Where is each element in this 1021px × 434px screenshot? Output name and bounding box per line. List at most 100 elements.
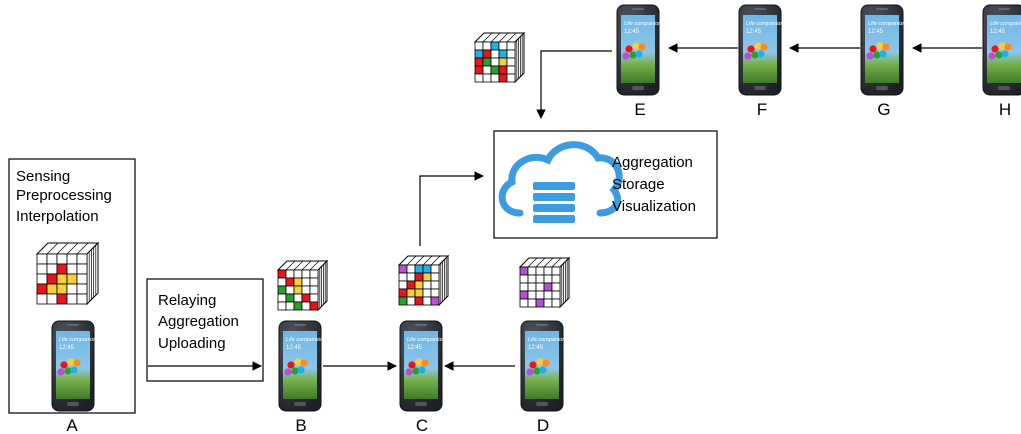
grid-cell <box>309 293 319 303</box>
grid-cell <box>66 253 78 265</box>
phone-screen-title: Life companion <box>624 21 661 27</box>
node-label-g: G <box>877 100 890 119</box>
storage-label: Storage <box>612 176 665 193</box>
grid-cell <box>527 290 537 300</box>
grid-cell <box>285 293 295 303</box>
arrow-c-to-cloud <box>419 171 484 246</box>
grid-cell <box>309 277 319 287</box>
interpolation-label: Interpolation <box>16 208 99 225</box>
grid-cell <box>519 274 529 284</box>
phone-screen-title: Life companion <box>868 21 905 27</box>
grid-cell <box>519 266 529 276</box>
node-label-b: B <box>295 416 306 434</box>
grid-cell <box>46 253 58 265</box>
grid-cell <box>301 277 311 287</box>
grid-cell <box>398 272 408 282</box>
phone-f: Life companion 12:45 <box>738 4 783 96</box>
grid-cell <box>430 272 440 282</box>
node-label-c: C <box>416 416 428 434</box>
grid-cell <box>36 273 48 285</box>
grid-cell <box>543 290 553 300</box>
phone-screen-time: 12:45 <box>624 29 640 35</box>
phone-screen-title: Life companion <box>746 21 783 27</box>
grid-cube-d <box>518 256 571 309</box>
grid-cell <box>543 282 553 292</box>
cloud-storage-icon <box>498 141 623 223</box>
grid-cell <box>490 41 500 51</box>
grid-cell <box>422 272 432 282</box>
grid-cell <box>56 293 68 305</box>
grids-layer <box>35 31 571 312</box>
grid-cell <box>277 277 287 287</box>
grid-cell <box>414 272 424 282</box>
phone-screen-title: Life companion <box>286 337 323 343</box>
grid-cell <box>506 73 516 83</box>
grid-cube-b <box>276 259 329 312</box>
node-label-e: E <box>634 100 645 119</box>
grid-cell <box>551 282 561 292</box>
grid-cell <box>422 288 432 298</box>
phone-c: Life companion 12:45 <box>399 320 444 412</box>
phone-screen-title: Life companion <box>990 21 1021 27</box>
grid-cell <box>482 41 492 51</box>
grid-cell <box>277 293 287 303</box>
grid-cell <box>551 266 561 276</box>
relaying-box <box>146 278 264 382</box>
grid-cell <box>406 272 416 282</box>
grid-cube-c <box>397 254 450 307</box>
grid-cell <box>490 57 500 67</box>
cloud-aggregation-label: Aggregation <box>612 154 693 171</box>
grid-cell <box>36 283 48 295</box>
grid-cell <box>414 280 424 290</box>
grid-cell <box>398 264 408 274</box>
grid-cell <box>490 49 500 59</box>
grid-cell <box>506 57 516 67</box>
grid-cell <box>277 285 287 295</box>
grid-cell <box>430 288 440 298</box>
node-label-a: A <box>66 416 78 434</box>
grid-cell <box>527 274 537 284</box>
grid-cell <box>56 253 68 265</box>
grid-cell <box>301 301 311 311</box>
grid-cell <box>519 298 529 308</box>
arrow-e-to-cloud <box>536 50 612 119</box>
grid-cell <box>414 296 424 306</box>
grid-cell <box>474 41 484 51</box>
grid-cell <box>498 49 508 59</box>
grid-cell <box>56 273 68 285</box>
phone-screen-time: 12:45 <box>59 345 75 351</box>
grid-cell <box>490 73 500 83</box>
grid-cell <box>498 57 508 67</box>
phone-screen-time: 12:45 <box>746 29 762 35</box>
grid-cell <box>422 280 432 290</box>
grid-cell <box>76 263 88 275</box>
grid-cell <box>535 274 545 284</box>
grid-cell <box>285 285 295 295</box>
grid-cell <box>519 290 529 300</box>
node-label-f: F <box>757 100 767 119</box>
grid-cell <box>506 49 516 59</box>
phone-screen-title: Life companion <box>407 337 444 343</box>
grid-cell <box>474 49 484 59</box>
grid-cell <box>46 283 58 295</box>
phone-screen-time: 12:45 <box>286 345 302 351</box>
phone-screen-time: 12:45 <box>528 345 544 351</box>
grid-cell <box>527 298 537 308</box>
grid-cell <box>277 301 287 311</box>
grid-cell <box>482 73 492 83</box>
phone-screen-time: 12:45 <box>407 345 423 351</box>
phone-e: Life companion 12:45 <box>616 4 661 96</box>
grid-cell <box>285 301 295 311</box>
grid-cell <box>293 277 303 287</box>
grid-cell <box>309 301 319 311</box>
grid-cell <box>498 73 508 83</box>
grid-cell <box>490 65 500 75</box>
relay-aggregation-label: Aggregation <box>158 313 239 330</box>
grid-cell <box>309 285 319 295</box>
grid-cell <box>474 57 484 67</box>
grid-cell <box>551 298 561 308</box>
